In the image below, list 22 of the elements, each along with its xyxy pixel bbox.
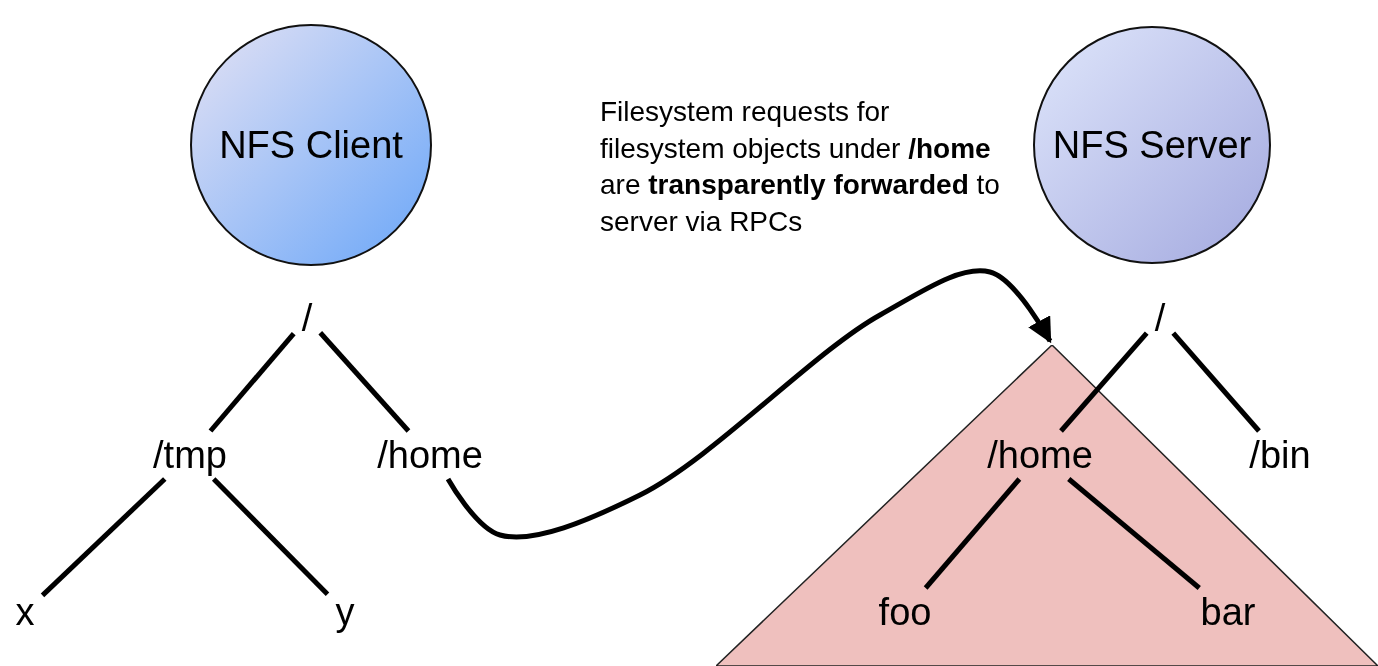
directory-name: foo	[870, 588, 940, 636]
annotation-text: Filesystem requests for filesystem objects under /home are transparently forwarded to server via RPCs	[600, 95, 1000, 239]
arrow	[445, 268, 1053, 540]
host-name: NFS Client	[218, 123, 404, 168]
directory-name: /home	[979, 431, 1101, 479]
directory-name: /home	[369, 431, 491, 479]
tree-line	[40, 477, 167, 598]
directory-name: bar	[1192, 588, 1264, 636]
tree-line	[318, 331, 411, 433]
directory-name: /	[1146, 294, 1174, 342]
tree-line	[1171, 331, 1261, 433]
tree-line	[923, 477, 1022, 590]
tree-line	[211, 477, 330, 597]
directory-name: /bin	[1241, 431, 1319, 479]
file-name: x	[7, 588, 43, 636]
directory-name: /	[293, 294, 321, 342]
tree-line	[1067, 477, 1201, 590]
tree-line	[1059, 331, 1149, 433]
file-name: y	[327, 588, 363, 636]
tree-line	[208, 331, 296, 433]
directory-name: /tmp	[145, 431, 235, 479]
host-name: NFS Server	[1051, 123, 1253, 168]
